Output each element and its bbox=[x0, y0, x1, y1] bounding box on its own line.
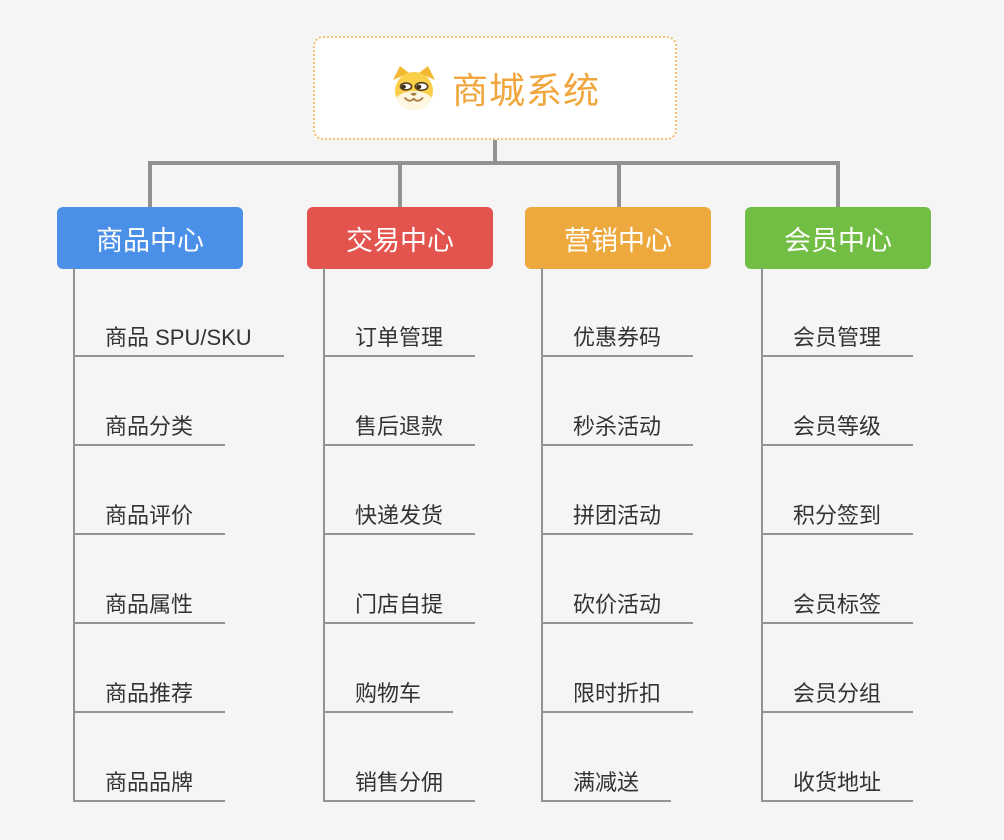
root-node[interactable]: 商城系统 bbox=[313, 36, 677, 140]
branch-header-trade-center[interactable]: 交易中心 bbox=[307, 207, 493, 269]
branch-item-flash-sale[interactable]: 秒杀活动 bbox=[541, 410, 694, 446]
connector-drop-marketing bbox=[617, 163, 621, 207]
branch-item-product-attribute[interactable]: 商品属性 bbox=[73, 588, 226, 624]
branch-item-sales-commission[interactable]: 销售分佣 bbox=[323, 766, 476, 802]
branch-trunk-marketing-center bbox=[541, 268, 543, 802]
branch-item-member-group[interactable]: 会员分组 bbox=[761, 677, 914, 713]
branch-item-member-level[interactable]: 会员等级 bbox=[761, 410, 914, 446]
connector-root-trunk bbox=[493, 140, 497, 163]
branch-trunk-trade-center bbox=[323, 268, 325, 802]
branch-item-limited-time-discount[interactable]: 限时折扣 bbox=[541, 677, 694, 713]
connector-drop-trade bbox=[398, 163, 402, 207]
connector-drop-member bbox=[836, 163, 840, 207]
branch-item-product-spu-sku[interactable]: 商品 SPU/SKU bbox=[73, 321, 284, 357]
branch-item-points-checkin[interactable]: 积分签到 bbox=[761, 499, 914, 535]
branch-item-aftersale-refund[interactable]: 售后退款 bbox=[323, 410, 476, 446]
branch-header-member-center[interactable]: 会员中心 bbox=[745, 207, 931, 269]
branch-item-full-reduction[interactable]: 满减送 bbox=[541, 766, 672, 802]
branch-trunk-member-center bbox=[761, 268, 763, 802]
branch-item-product-review[interactable]: 商品评价 bbox=[73, 499, 226, 535]
branch-item-bargain-activity[interactable]: 砍价活动 bbox=[541, 588, 694, 624]
branch-item-shopping-cart[interactable]: 购物车 bbox=[323, 677, 454, 713]
branch-item-store-pickup[interactable]: 门店自提 bbox=[323, 588, 476, 624]
branch-header-marketing-center[interactable]: 营销中心 bbox=[525, 207, 711, 269]
connector-horizontal bbox=[148, 161, 840, 165]
branch-item-product-category[interactable]: 商品分类 bbox=[73, 410, 226, 446]
branch-item-product-recommend[interactable]: 商品推荐 bbox=[73, 677, 226, 713]
connector-drop-product bbox=[148, 163, 152, 207]
branch-item-product-brand[interactable]: 商品品牌 bbox=[73, 766, 226, 802]
branch-item-coupon-code[interactable]: 优惠券码 bbox=[541, 321, 694, 357]
branch-item-order-management[interactable]: 订单管理 bbox=[323, 321, 476, 357]
branch-item-member-management[interactable]: 会员管理 bbox=[761, 321, 914, 357]
root-title: 商城系统 bbox=[451, 70, 600, 111]
branch-header-product-center[interactable]: 商品中心 bbox=[57, 207, 243, 269]
branch-item-member-tag[interactable]: 会员标签 bbox=[761, 588, 914, 624]
branch-item-group-buy[interactable]: 拼团活动 bbox=[541, 499, 694, 535]
branch-item-shipping-address[interactable]: 收货地址 bbox=[761, 766, 914, 802]
branch-item-express-delivery[interactable]: 快递发货 bbox=[323, 499, 476, 535]
shiba-dog-icon bbox=[392, 66, 435, 110]
branch-trunk-product-center bbox=[73, 268, 75, 802]
